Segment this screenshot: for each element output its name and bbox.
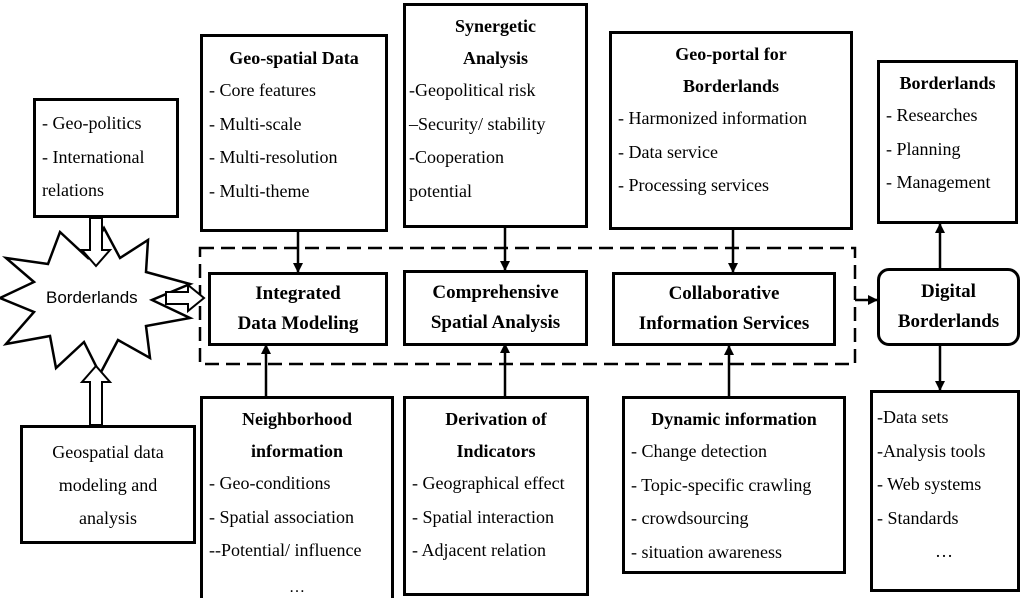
synergetic-analysis-box: Synergetic Analysis -Geopolitical risk –… — [403, 3, 588, 228]
list-item: - Planning — [886, 138, 961, 159]
list-item: - Topic-specific crawling — [631, 474, 812, 495]
box-title: Indicators — [456, 441, 536, 461]
box-title: Synergetic — [455, 16, 536, 36]
list-item: - situation awareness — [631, 541, 782, 562]
borderlands-uses-box: Borderlands - Researches - Planning - Ma… — [877, 60, 1018, 224]
integrated-data-modeling-box: Integrated Data Modeling — [208, 272, 388, 346]
box-title: Borderlands — [682, 76, 779, 96]
hollow-arrow-down — [79, 217, 113, 268]
list-item: –Security/ stability — [409, 113, 546, 134]
box-title: Geo-spatial Data — [229, 48, 359, 68]
box-title: Derivation of — [445, 409, 547, 429]
list-item: -Cooperation — [409, 147, 504, 167]
list-item: - Web systems — [877, 474, 982, 494]
geopolitics-box: - Geo-politics - International relations — [33, 98, 179, 218]
box-title: Data Modeling — [237, 313, 359, 334]
list-item: - Adjacent relation — [412, 540, 546, 560]
list-item: - Data service — [618, 141, 718, 162]
list-item: - Researches — [886, 105, 978, 125]
ellipsis: … — [289, 579, 305, 596]
list-item: modeling and — [58, 475, 158, 495]
list-item: - Harmonized information — [618, 108, 807, 128]
box-title: Neighborhood — [241, 409, 353, 429]
list-item: -Analysis tools — [877, 440, 986, 461]
list-item: - Processing services — [618, 175, 769, 195]
box-title: Dynamic information — [651, 409, 817, 429]
dynamic-information-box: Dynamic information - Change detection -… — [622, 396, 846, 574]
list-item: - Spatial association — [209, 506, 354, 527]
list-item: potential — [409, 180, 472, 201]
geospatial-data-box: Geo-spatial Data - Core features - Multi… — [200, 34, 388, 232]
list-item: - Multi-theme — [209, 180, 310, 201]
list-item: - crowdsourcing — [631, 508, 749, 528]
platform-dashed-frame — [198, 246, 857, 366]
box-title: Geo-portal for — [675, 44, 787, 64]
list-item: -Geopolitical risk — [409, 80, 536, 100]
outputs-box: -Data sets -Analysis tools - Web systems… — [870, 390, 1020, 592]
hollow-arrow-up — [79, 364, 113, 426]
list-item: analysis — [79, 508, 137, 528]
box-title: Collaborative — [668, 283, 780, 304]
box-title: Borderlands — [899, 73, 996, 93]
borderlands-burst-label: Borderlands — [46, 288, 138, 307]
list-item: --Potential/ influence — [209, 540, 362, 560]
derivation-of-indicators-box: Derivation of Indicators - Geographical … — [403, 396, 589, 596]
box-title: Borderlands — [897, 311, 1000, 332]
geospatial-modeling-box: Geospatial data modeling and analysis — [20, 425, 196, 544]
neighborhood-information-box: Neighborhood information - Geo-condition… — [200, 396, 394, 598]
box-title: Integrated — [255, 283, 341, 304]
list-item: - International — [42, 146, 145, 167]
list-item: - Core features — [209, 80, 316, 100]
list-item: - Geo-politics — [42, 113, 142, 133]
box-title: Comprehensive — [432, 282, 559, 303]
digital-borderlands-box: Digital Borderlands — [877, 268, 1020, 346]
hollow-arrow-right — [165, 282, 206, 314]
comprehensive-spatial-analysis-box: Comprehensive Spatial Analysis — [403, 270, 588, 346]
list-item: - Standards — [877, 507, 959, 528]
list-item: - Geo-conditions — [209, 473, 331, 493]
list-item: relations — [42, 180, 104, 200]
geoportal-box: Geo-portal for Borderlands - Harmonized … — [609, 31, 853, 230]
list-item: - Multi-scale — [209, 113, 302, 134]
list-item: … — [935, 541, 953, 561]
box-title: Spatial Analysis — [430, 312, 561, 333]
list-item: - Management — [886, 172, 991, 192]
box-title: Analysis — [462, 48, 529, 68]
box-title: Information Services — [638, 313, 810, 334]
box-title: information — [251, 441, 343, 461]
list-item: -Data sets — [877, 407, 949, 427]
list-item: - Multi-resolution — [209, 147, 338, 167]
list-item: - Geographical effect — [412, 473, 565, 493]
list-item: - Change detection — [631, 441, 767, 461]
list-item: - Spatial interaction — [412, 506, 554, 527]
collaborative-information-box: Collaborative Information Services — [612, 272, 836, 346]
list-item: Geospatial data — [52, 442, 164, 462]
box-title: Digital — [921, 281, 976, 302]
